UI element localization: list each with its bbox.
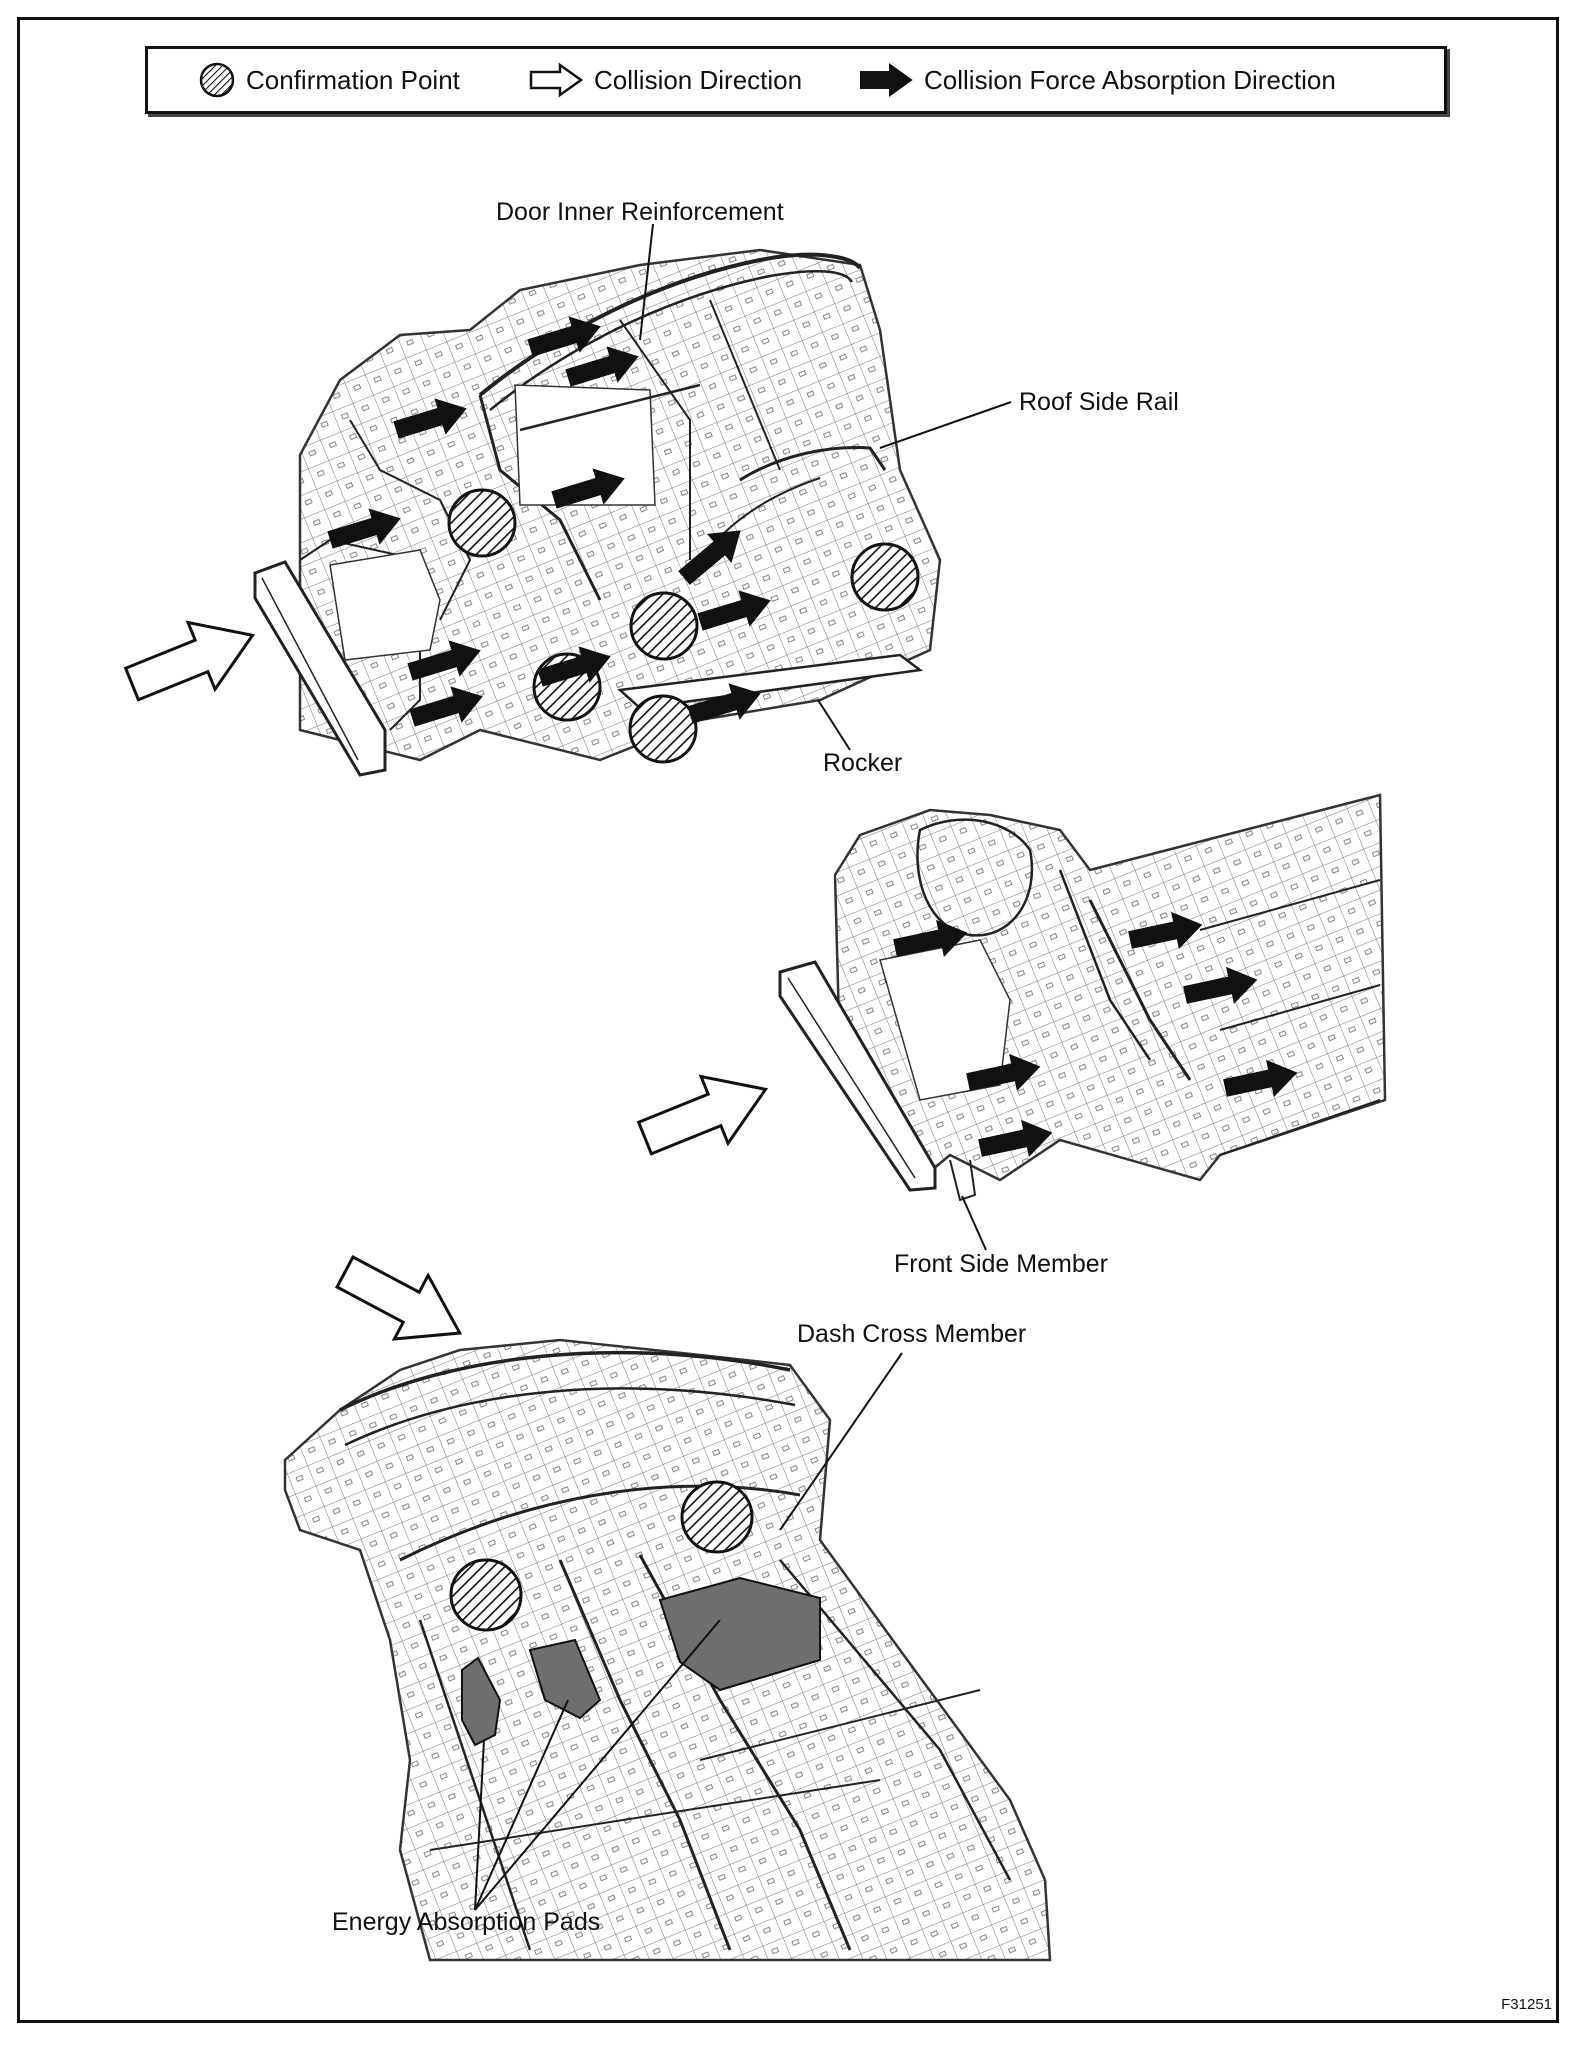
top-leader-lines (639, 223, 1012, 751)
bottom-leader-lines (474, 1352, 903, 1911)
upper-body-frame-drawing (253, 248, 942, 777)
hatched-circle-icon (199, 62, 235, 98)
legend: Confirmation Point Collision Direction C… (145, 46, 1447, 114)
collision-arrow (117, 600, 268, 719)
confirmation-point (447, 488, 517, 558)
label-dash-cross-member: Dash Cross Member (797, 1320, 1027, 1348)
energy-absorption-pad (528, 1638, 602, 1720)
label-energy-absorption-pads: Energy Absorption Pads (332, 1908, 601, 1936)
legend-label-collision: Collision Direction (594, 64, 803, 95)
confirmation-point (628, 694, 698, 764)
legend-label-confirmation: Confirmation Point (246, 64, 460, 95)
front-section-drawing (778, 793, 1387, 1202)
legend-confirmation-point: Confirmation Point (198, 49, 460, 111)
label-door-inner-reinforcement: Door Inner Reinforcement (496, 198, 784, 226)
legend-collision-direction: Collision Direction (528, 49, 802, 111)
confirmation-point (850, 542, 920, 612)
legend-label-absorption: Collision Force Absorption Direction (924, 64, 1336, 95)
middle-leader-lines (961, 1195, 987, 1251)
solid-arrow-icon (860, 63, 913, 97)
page-frame (17, 17, 1559, 2023)
label-front-side-member: Front Side Member (894, 1250, 1108, 1278)
collision-arrow (630, 1054, 781, 1173)
energy-absorption-pads (461, 1576, 821, 1747)
figure-code: F31251 (1501, 1996, 1552, 2013)
confirmation-point (680, 1480, 754, 1554)
energy-absorption-pad (658, 1576, 821, 1692)
legend-absorption-direction: Collision Force Absorption Direction (858, 49, 1336, 111)
cabin-floor-drawing (283, 1338, 1052, 1962)
label-rocker: Rocker (823, 749, 903, 777)
confirmation-point (629, 591, 699, 661)
bottom-confirmation-points (449, 1480, 754, 1632)
collision-arrow (326, 1238, 479, 1367)
hollow-arrow-icon (529, 62, 584, 98)
energy-absorption-pad (461, 1656, 502, 1747)
confirmation-point (449, 1558, 523, 1632)
label-roof-side-rail: Roof Side Rail (1019, 388, 1179, 416)
